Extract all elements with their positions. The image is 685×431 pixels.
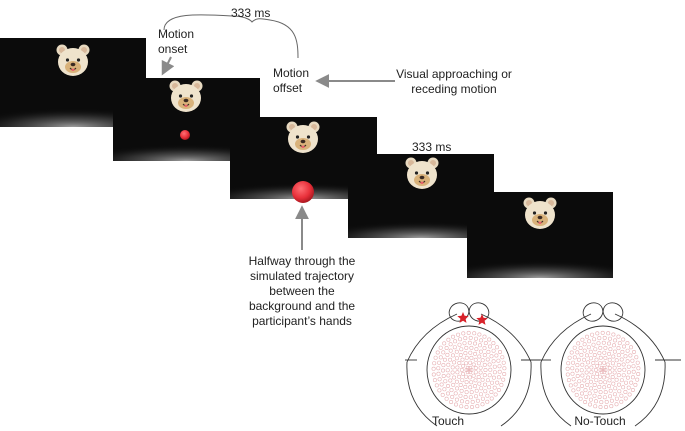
ball-large	[292, 181, 314, 203]
stimulus-frame-5	[467, 192, 613, 278]
head-diagram-touch	[405, 302, 540, 427]
halfway-label: Halfway through the simulated trajectory…	[248, 254, 356, 328]
touch-condition-label: Touch	[431, 414, 465, 428]
ball-small	[180, 130, 190, 140]
stimulus-frame-2	[113, 78, 260, 161]
head-diagram-no-touch	[540, 302, 681, 427]
motion-onset-label: Motion onset	[158, 27, 195, 56]
interval-label-top: 333 ms	[231, 6, 271, 20]
no-touch-condition-label: No-Touch	[574, 414, 626, 428]
interval-label-mid: 333 ms	[412, 140, 452, 154]
motion-onset-arrow	[161, 56, 175, 76]
motion-offset-label: Motion offset	[273, 66, 310, 95]
visual-motion-label: Visual approaching or receding motion	[396, 67, 512, 96]
interval-brace	[163, 14, 299, 59]
touch-star-icon	[457, 312, 488, 325]
